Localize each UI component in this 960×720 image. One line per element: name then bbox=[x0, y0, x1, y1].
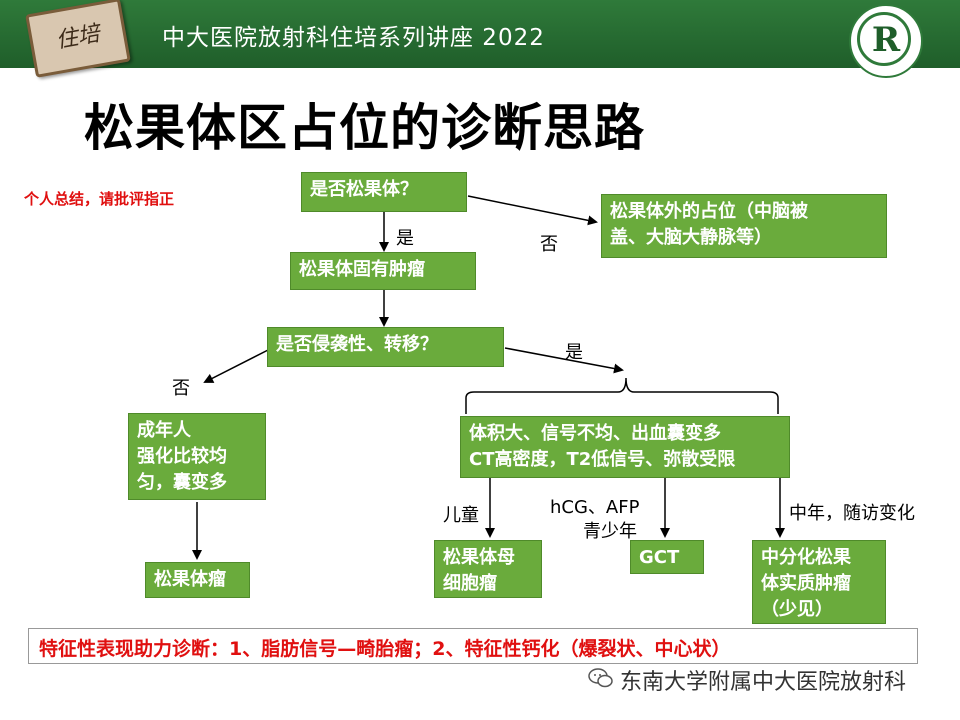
node-ppt-line2: 体实质肿瘤 bbox=[761, 573, 851, 594]
node-ppt: 中分化松果 体实质肿瘤 （少见） bbox=[752, 540, 886, 624]
node-pineocytoma: 松果体瘤 bbox=[145, 562, 250, 598]
node-extra-pineal: 松果体外的占位（中脑被 盖、大脑大静脉等） bbox=[601, 194, 887, 258]
edge-label-yes-1: 是 bbox=[396, 228, 414, 249]
author-note: 个人总结，请批评指正 bbox=[24, 190, 175, 208]
edge-label-middle-age: 中年，随访变化 bbox=[789, 503, 915, 524]
arrow-pineal-to-extra bbox=[467, 195, 598, 226]
node-adult-line1: 成年人 bbox=[137, 420, 191, 441]
node-features-line2: CT高密度，T2低信号、弥散受限 bbox=[469, 449, 736, 470]
node-adult: 成年人 强化比较均 匀，囊变多 bbox=[128, 413, 266, 500]
header-banner bbox=[0, 0, 960, 68]
footer-text: 特征性表现助力诊断：1、脂肪信号—畸胎瘤；2、特征性钙化（爆裂状、中心状） bbox=[39, 638, 731, 660]
edge-label-markers: hCG、AFP bbox=[550, 497, 640, 518]
wechat-icon bbox=[588, 668, 613, 688]
edge-label-no-1: 否 bbox=[540, 234, 558, 255]
node-is-invasive-text: 是否侵袭性、转移？ bbox=[276, 334, 438, 355]
node-intrinsic-tumor: 松果体固有肿瘤 bbox=[290, 252, 476, 290]
node-is-pineal: 是否松果体？ bbox=[301, 172, 467, 212]
watermark: 东南大学附属中大医院放射科 bbox=[620, 670, 907, 695]
node-adult-line3: 匀，囊变多 bbox=[137, 472, 227, 493]
node-intrinsic-tumor-text: 松果体固有肿瘤 bbox=[299, 259, 425, 280]
logo-ring bbox=[857, 12, 911, 66]
arrow-invasive-to-adult bbox=[203, 348, 271, 383]
arrow-invasive-to-features bbox=[504, 347, 624, 374]
node-pineoblastoma-line1: 松果体母 bbox=[443, 547, 515, 568]
node-ppt-line1: 中分化松果 bbox=[761, 547, 851, 568]
node-features: 体积大、信号不均、出血囊变多 CT高密度，T2低信号、弥散受限 bbox=[460, 416, 790, 478]
node-gct-text: GCT bbox=[639, 547, 680, 568]
node-pineocytoma-text: 松果体瘤 bbox=[154, 569, 226, 590]
node-pineoblastoma-line2: 细胞瘤 bbox=[443, 573, 497, 594]
node-adult-line2: 强化比较均 bbox=[137, 446, 227, 467]
page-title: 松果体区占位的诊断思路 bbox=[84, 99, 645, 157]
node-is-invasive: 是否侵袭性、转移？ bbox=[267, 327, 504, 367]
node-extra-pineal-line1: 松果体外的占位（中脑被 bbox=[610, 201, 808, 222]
node-is-pineal-text: 是否松果体？ bbox=[310, 179, 418, 200]
node-ppt-line3: （少见） bbox=[761, 599, 833, 620]
footer-box: 特征性表现助力诊断：1、脂肪信号—畸胎瘤；2、特征性钙化（爆裂状、中心状） bbox=[28, 628, 918, 664]
brace bbox=[465, 377, 779, 414]
hospital-logo: R bbox=[849, 4, 923, 78]
edge-label-no-2: 否 bbox=[172, 378, 190, 399]
edge-label-teen: 青少年 bbox=[583, 521, 637, 542]
node-features-line1: 体积大、信号不均、出血囊变多 bbox=[469, 423, 721, 444]
banner-title: 中大医院放射科住培系列讲座 2022 bbox=[162, 25, 545, 51]
node-gct: GCT bbox=[630, 540, 704, 574]
node-pineoblastoma: 松果体母 细胞瘤 bbox=[434, 540, 542, 598]
edge-label-yes-2: 是 bbox=[565, 342, 583, 363]
node-extra-pineal-line2: 盖、大脑大静脉等） bbox=[610, 227, 772, 248]
logo-letter: R bbox=[871, 20, 901, 60]
edge-label-child: 儿童 bbox=[443, 505, 479, 526]
